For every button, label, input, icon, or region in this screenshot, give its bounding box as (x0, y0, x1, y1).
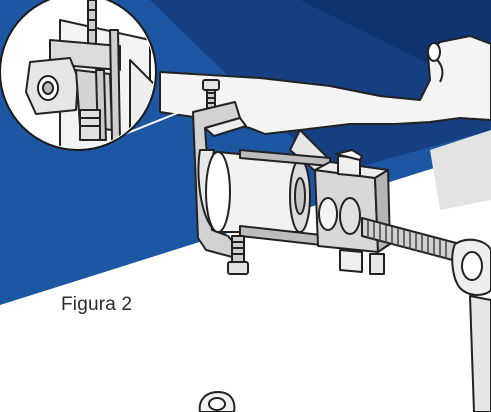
ratchet-wrench (451, 238, 491, 412)
bushing-puller-tool (192, 79, 461, 275)
bolt-head (198, 390, 236, 412)
bracket-detail-magnifier (0, 0, 181, 151)
figure-caption: Figura 2 (61, 294, 133, 315)
